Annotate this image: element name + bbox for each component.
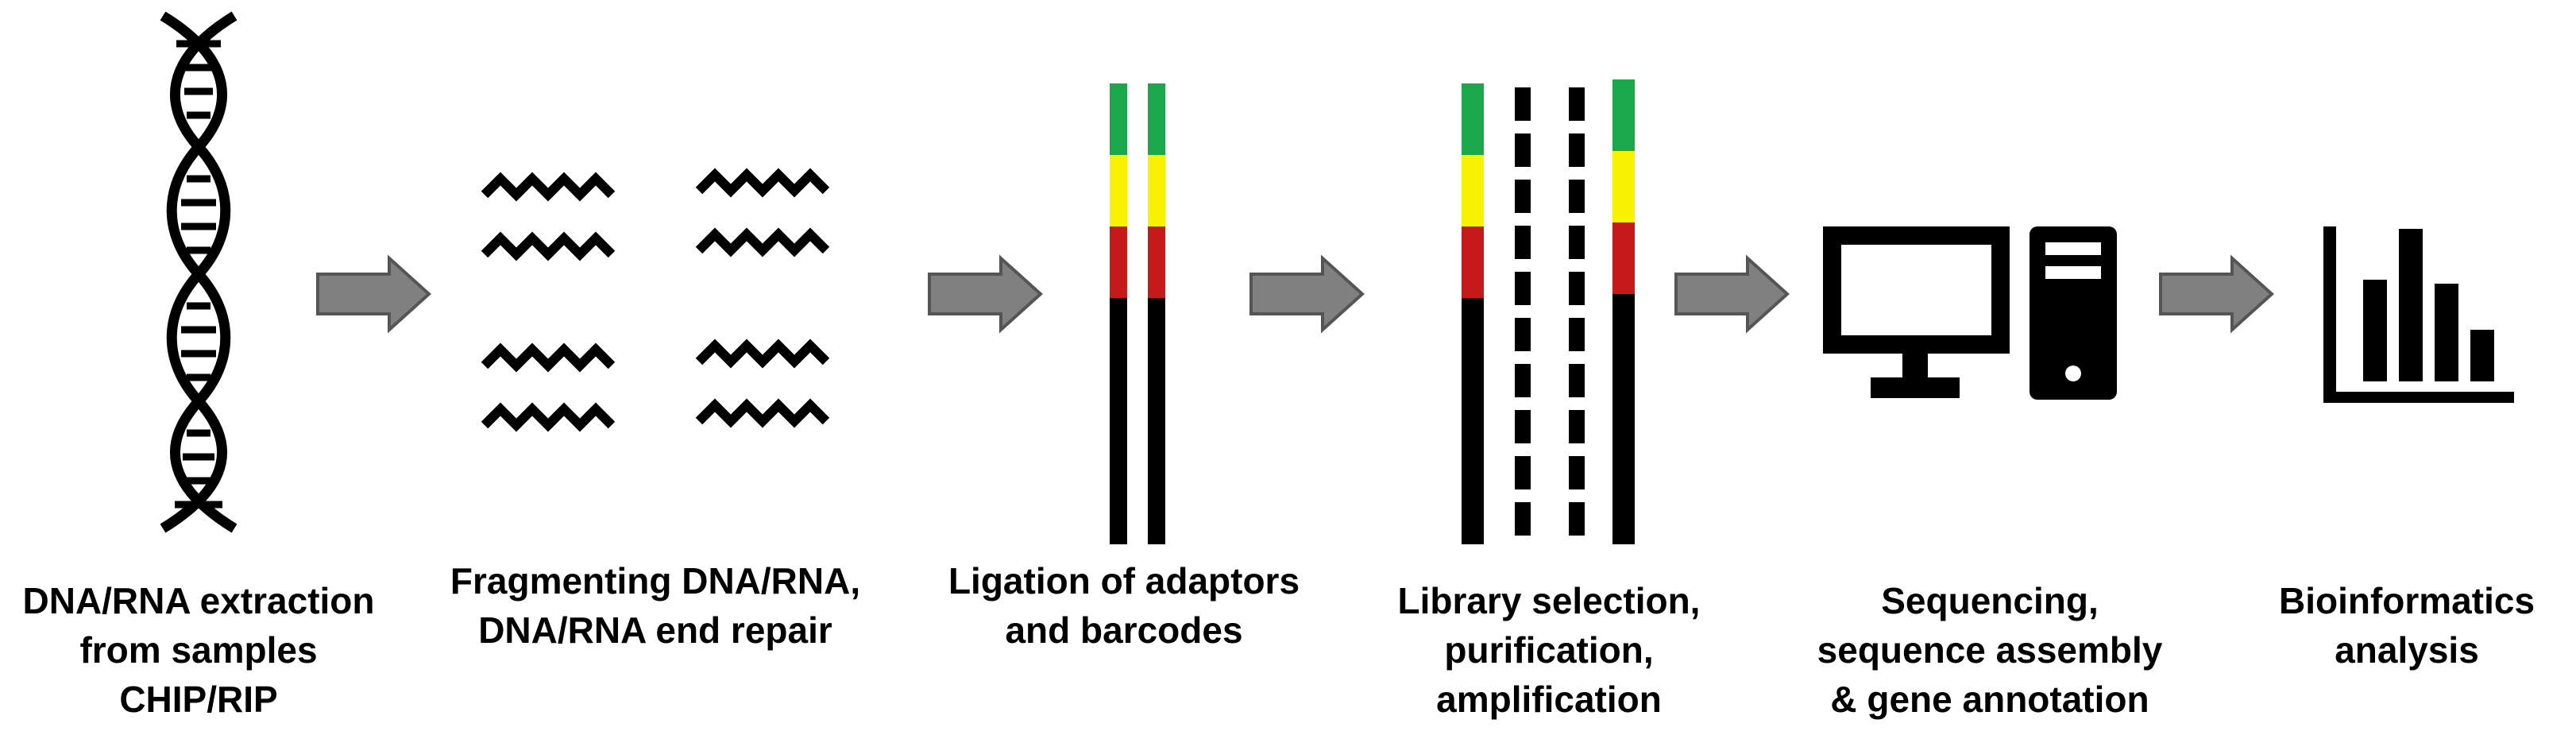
step-label-library: Library selection, purification, amplifi… [1397,580,1701,720]
chart-axis [2323,226,2336,401]
insert-segment [1462,298,1484,544]
step-label-extraction: DNA/RNA extraction from samples CHIP/RIP [22,580,375,720]
fragment [695,398,830,428]
chart-bar [2363,280,2387,381]
step-label-ligation: Ligation of adaptors and barcodes [948,560,1300,651]
adaptor-strands-icon [1110,83,1165,544]
adaptor-segment [1612,222,1635,294]
bar-chart-icon [2323,226,2514,403]
barcode-segment [1148,83,1165,155]
fragment [481,402,616,432]
library-strand-right [1612,79,1635,544]
fragment [481,342,616,373]
barcode-segment [1462,83,1484,155]
insert-segment [1110,298,1127,544]
library-strands-icon [1462,79,1635,544]
tower-case-icon [2030,226,2117,400]
fragment [481,172,616,202]
arrow-4 [1674,254,1790,334]
chart-bar [2470,330,2494,381]
step-label-bioinformatics: Bioinformatics analysis [2278,580,2535,671]
fragment [481,231,616,261]
adaptor-strand [1110,83,1127,544]
step-label-fragmenting: Fragmenting DNA/RNA, DNA/RNA end repair [450,560,861,651]
monitor-icon [1823,226,2010,398]
step-label-sequencing: Sequencing, sequence assembly & gene ann… [1817,580,2163,720]
arrow-2 [928,254,1043,334]
library-strand-left [1462,83,1484,544]
barcode-segment [1110,155,1127,226]
fragment [695,338,830,369]
adaptor-segment [1148,226,1165,298]
zigzag-fragments-icon [481,168,830,432]
adaptor-segment [1110,226,1127,298]
barcode-segment [1148,155,1165,226]
dna-helix-icon [160,11,238,533]
insert-segment [1612,294,1635,544]
adaptor-strand [1148,83,1165,544]
barcode-segment [1110,83,1127,155]
computer-icon [1823,226,2117,400]
arrow-3 [1249,254,1365,334]
adaptor-segment [1462,226,1484,298]
arrow-5 [2159,254,2274,334]
barcode-segment [1612,79,1635,151]
helix-strand-b [160,11,238,533]
barcode-segment [1612,151,1635,222]
fragment [695,168,830,198]
barcode-segment [1462,155,1484,226]
helix-rungs [175,40,222,509]
chart-bar [2399,229,2423,381]
arrow-1 [316,254,431,334]
chart-axis [2323,392,2514,403]
chart-bar [2435,284,2458,381]
fragment [695,227,830,257]
insert-segment [1148,298,1165,544]
